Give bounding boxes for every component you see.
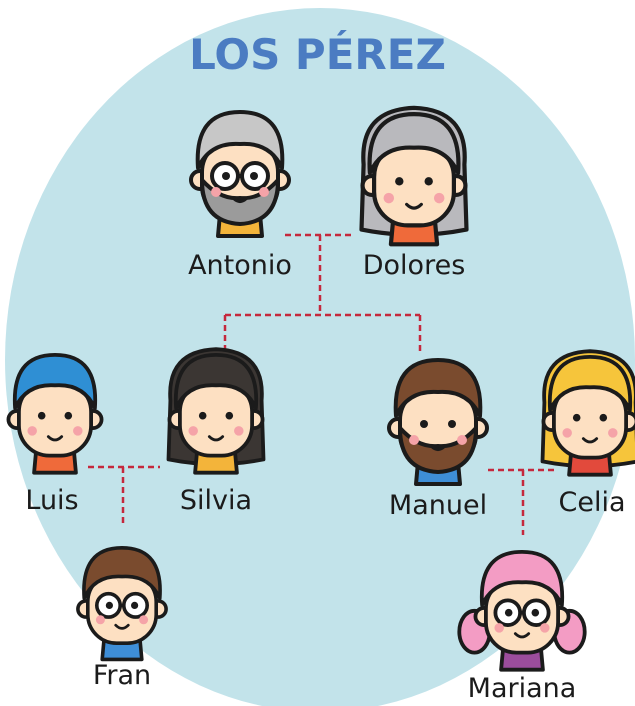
avatar-silvia: [166, 347, 266, 475]
hair: [195, 110, 285, 170]
cheek: [211, 187, 221, 197]
name-manuel: Manuel: [388, 490, 488, 521]
avatar-antonio: [189, 110, 291, 238]
mouth: [231, 196, 249, 203]
cheek: [259, 187, 269, 197]
mouth: [429, 444, 447, 451]
eye: [37, 411, 46, 420]
name-silvia: Silvia: [179, 485, 253, 516]
connector-lines: [88, 233, 558, 535]
eye: [105, 601, 113, 609]
eye: [395, 177, 404, 186]
eye: [424, 177, 433, 186]
cheek: [457, 435, 467, 445]
cheek: [383, 192, 395, 204]
avatar-celia: [540, 349, 635, 477]
mouth: [114, 623, 130, 630]
eye: [504, 608, 513, 617]
cheek: [139, 615, 149, 625]
avatar-dolores: [359, 105, 469, 247]
avatar-manuel: [387, 358, 489, 486]
eye: [420, 420, 428, 428]
cheek: [234, 426, 244, 436]
avatars: [6, 105, 635, 672]
eye: [572, 413, 581, 422]
name-mariana: Mariana: [467, 673, 577, 704]
hair: [547, 354, 633, 412]
mouth: [581, 437, 599, 444]
mouth: [46, 435, 64, 442]
eye: [222, 172, 230, 180]
background-oval: [5, 8, 635, 706]
cheek: [433, 192, 445, 204]
name-dolores: Dolores: [362, 250, 466, 281]
eye: [250, 172, 258, 180]
eye: [198, 411, 207, 420]
avatar-fran: [76, 545, 168, 662]
avatar-luis: [6, 352, 104, 475]
hair: [82, 545, 162, 600]
eye: [599, 413, 608, 422]
cheek: [540, 623, 550, 633]
cheek: [27, 426, 37, 436]
mouth: [207, 435, 225, 442]
eye: [531, 608, 540, 617]
family-title: LOS PÉREZ: [189, 30, 446, 79]
cheek: [494, 623, 504, 633]
avatar-mariana: [457, 549, 587, 672]
cheek: [608, 428, 618, 438]
cheek: [188, 426, 198, 436]
name-fran: Fran: [92, 660, 152, 691]
hair: [12, 352, 98, 410]
name-luis: Luis: [25, 485, 79, 516]
cheek: [409, 435, 419, 445]
hair: [479, 549, 565, 607]
mouth: [513, 632, 531, 639]
name-celia: Celia: [558, 487, 626, 518]
eye: [64, 411, 73, 420]
eye: [448, 420, 456, 428]
eye: [131, 601, 139, 609]
hair: [173, 352, 259, 410]
hair: [367, 112, 461, 175]
cheek: [95, 615, 105, 625]
mouth: [405, 202, 423, 210]
hair: [393, 358, 483, 418]
cheek: [562, 428, 572, 438]
cheek: [73, 426, 83, 436]
name-antonio: Antonio: [188, 250, 292, 281]
eye: [225, 411, 234, 420]
